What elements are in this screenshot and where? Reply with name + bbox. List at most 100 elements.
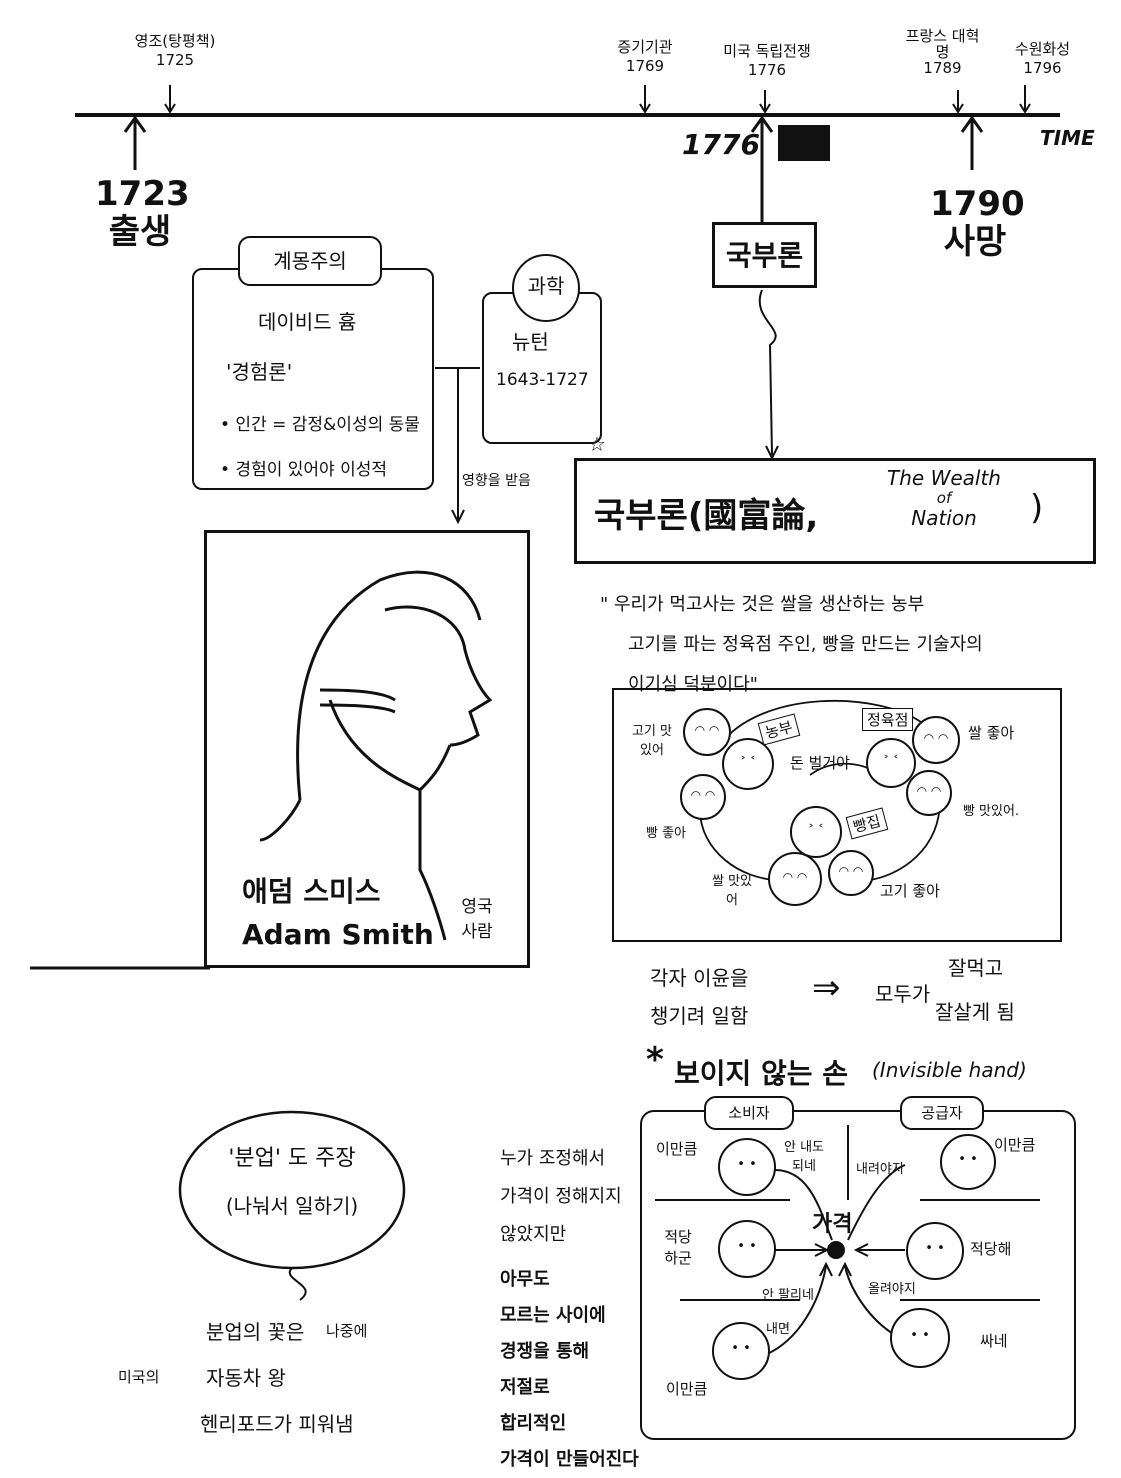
worried-face-icon: ˃ ˂ — [866, 738, 916, 788]
wealth-title-en-3: Nation — [911, 506, 977, 530]
ih-label-cheaper-ok: 안 내도 되네 — [783, 1140, 824, 1174]
event-yeongjo: 영조(탕평책) 1725 — [110, 30, 240, 69]
portrait-name-ko: 애덤 스미스 — [242, 875, 381, 908]
enlightenment-bullet-2: • 경험이 있어야 이성적 — [220, 460, 387, 480]
smile-face-icon: ◠ ◠ — [768, 852, 822, 906]
wealth-title-en: The Wealth of Nation — [864, 468, 1024, 528]
invisible-hand-lines — [655, 1125, 1040, 1356]
ih-label-cheap: 싸네 — [980, 1332, 1008, 1350]
price-dot — [827, 1241, 845, 1259]
side-text-line: 모르는 사이에 — [500, 1305, 606, 1326]
side-text-line: 않았지만 — [500, 1224, 567, 1245]
event-french-revolution: 프랑스 대혁명 1789 — [905, 28, 980, 76]
event-year: 1776 — [747, 61, 787, 79]
portrait-nationality: 영국 사람 — [461, 897, 493, 942]
smile-face-icon: ◠ ◠ — [906, 770, 952, 816]
smile-face-icon: ◠ ◠ — [912, 716, 960, 764]
invisible-hand-title: 보이지 않는 손 — [674, 1057, 849, 1090]
wealth-title-en-2: of — [936, 489, 952, 507]
ih-label-supplier-amount: 이만큼 — [994, 1136, 1036, 1154]
conclusion-arrow: ⇒ — [812, 968, 841, 1008]
book-short-box: 국부론 — [712, 222, 817, 288]
birth-label: 출생 — [108, 212, 172, 252]
reaction-meat-good: 고기 좋아 — [880, 882, 940, 900]
wealth-title-en-1: The Wealth — [887, 466, 1001, 490]
division-note-2a: 미국의 — [118, 1368, 160, 1386]
science-years: 1643-1727 — [496, 370, 589, 390]
worried-face-icon: ˃ ˂ — [722, 738, 774, 790]
event-label: 프랑스 대혁명 — [905, 27, 980, 61]
event-year: 1769 — [625, 57, 665, 75]
division-title: '분업' 도 주장 — [228, 1146, 356, 1171]
timeline-axis-label: TIME — [1040, 126, 1095, 150]
side-text-line: 가격이 만들어진다 — [500, 1449, 639, 1470]
consumer-label: 소비자 — [704, 1096, 794, 1130]
reaction-bread-good: 빵 좋아 — [645, 826, 686, 841]
ih-side-text-1: 누가 조정해서 가격이 정해지지 않았지만 — [500, 1140, 622, 1254]
event-arrows — [164, 85, 1031, 114]
division-note-2b: 자동차 왕 — [206, 1366, 286, 1390]
smile-face-icon: ◠ ◠ — [683, 708, 731, 756]
price-label: 가격 — [812, 1212, 853, 1237]
portrait-name-en: Adam Smith — [242, 918, 434, 951]
side-text-line: 경쟁을 통해 — [500, 1341, 590, 1362]
wealth-close-paren: ) — [1030, 488, 1044, 528]
event-year: 1789 — [923, 59, 962, 77]
conclusion-left-1: 각자 이윤을 — [650, 966, 749, 990]
worried-face-icon: ˃ ˂ — [790, 806, 842, 858]
side-text-line: 저절로 — [500, 1377, 550, 1398]
science-person: 뉴턴 — [512, 330, 549, 354]
conclusion-mid: 모두가 — [875, 982, 931, 1006]
milestone-arrows — [123, 115, 984, 222]
birth-marker: 1723 출생 — [95, 175, 190, 252]
adam-smith-sketch — [259, 570, 493, 941]
ih-label-reasonable-consumer: 적당하군 — [664, 1228, 692, 1267]
ih-label-reasonable-supplier: 적당해 — [970, 1240, 1012, 1258]
death-label: 사망 — [943, 222, 1007, 262]
science-title: 과학 — [512, 254, 580, 322]
publication-year: 1776 — [682, 128, 760, 161]
smile-face-icon: ◠ ◠ — [680, 774, 726, 820]
event-steam-engine: 증기기관 1769 — [595, 36, 695, 75]
enlightenment-bullet-1: • 인간 = 감정&이성의 동물 — [220, 415, 420, 435]
quote-line-2: 고기를 파는 정육점 주인, 빵을 만드는 기술자의 — [628, 634, 983, 655]
market-cycle-box — [612, 688, 1062, 942]
smile-face-icon: ◠ ◠ — [828, 850, 874, 896]
portrait-frame — [204, 530, 530, 968]
death-year: 1790 — [930, 184, 1025, 224]
ih-label-bottom-amount: 이만큼 — [666, 1380, 708, 1398]
side-text-line: 합리적인 — [500, 1413, 567, 1434]
star-icon: * — [646, 1040, 664, 1080]
ih-label-raise: 올려야지 — [868, 1282, 916, 1297]
division-note-3: 헨리포드가 피워냄 — [200, 1412, 354, 1436]
division-note-1b: 나중에 — [326, 1322, 368, 1340]
smile-face-icon: • • — [718, 1138, 776, 1196]
event-label: 미국 독립전쟁 — [723, 42, 811, 60]
reaction-rice-good: 쌀 좋아 — [968, 724, 1015, 742]
event-label: 증기기관 — [617, 38, 673, 56]
division-note-1: 분업의 꽃은 — [206, 1320, 305, 1344]
supplier-label: 공급자 — [900, 1096, 984, 1130]
conclusion-right-1: 잘먹고 — [948, 956, 1004, 980]
sad-face-icon: • • — [712, 1322, 770, 1380]
ih-label-lower: 내려야지 — [856, 1162, 904, 1177]
wealth-title-box — [574, 458, 1096, 564]
ih-label-if-lower: 내면 — [766, 1322, 790, 1337]
side-text-line: 가격이 정해지지 — [500, 1186, 622, 1207]
event-year: 1725 — [155, 51, 195, 69]
ih-label-consumer-amount: 이만큼 — [656, 1140, 698, 1158]
conclusion-left-2: 챙기려 일함 — [650, 1004, 749, 1028]
invisible-hand-box — [640, 1110, 1076, 1440]
influence-label: 영향을 받음 — [462, 473, 531, 489]
invisible-hand-title-en: (Invisible hand) — [872, 1058, 1027, 1082]
reaction-meat-tasty: 고기 맛있어 — [631, 724, 672, 758]
conclusion-right-2: 잘살게 됨 — [935, 1000, 1015, 1024]
quote-line-1: " 우리가 먹고사는 것은 쌀을 생산하는 농부 — [600, 594, 925, 615]
wealth-title-ko: 국부론(國富論, — [594, 496, 819, 536]
event-label: 영조(탕평책) — [134, 32, 216, 50]
market-center-text: 돈 벌거야 — [790, 754, 850, 772]
side-text-line: 누가 조정해서 — [500, 1148, 606, 1169]
node-butcher: 정육점 — [862, 708, 914, 731]
neutral-face-icon: • • — [718, 1220, 776, 1278]
